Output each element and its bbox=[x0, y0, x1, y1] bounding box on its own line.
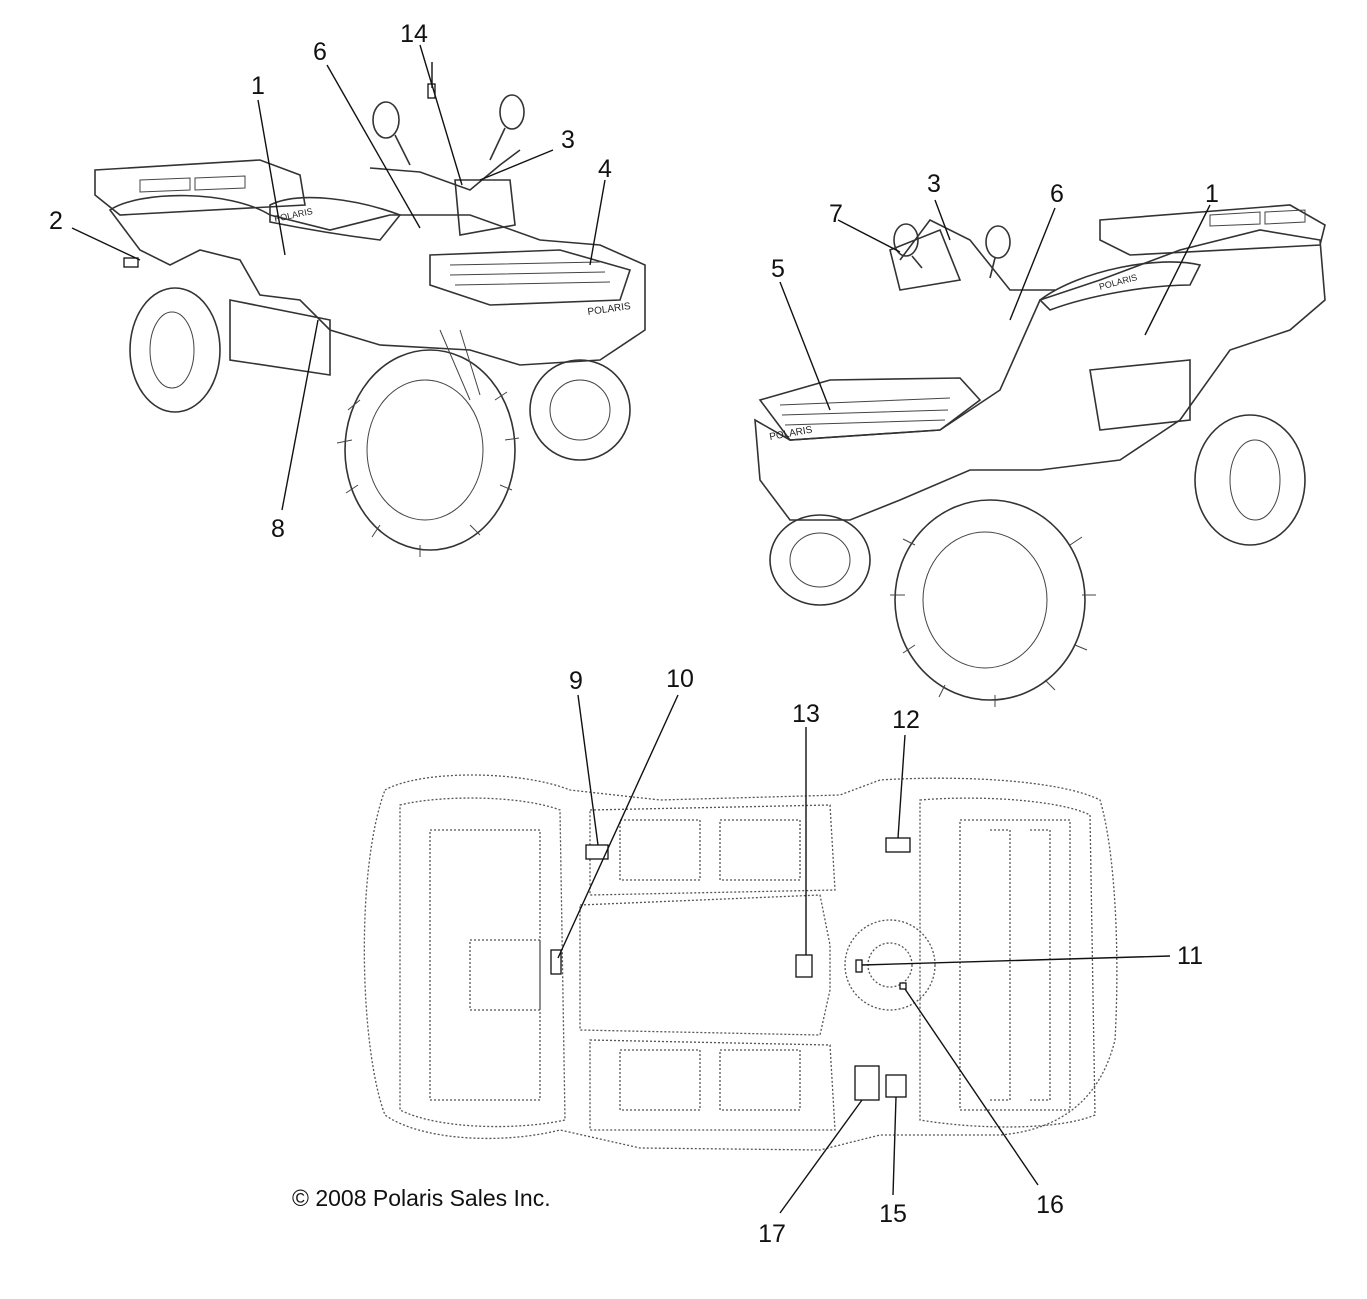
callout-13: 13 bbox=[792, 700, 820, 728]
atv-left-view: POLARIS POLARIS bbox=[94, 83, 646, 557]
decal-10-marker bbox=[550, 949, 562, 975]
atv-right-view: POLARIS POLARIS bbox=[754, 204, 1326, 707]
decal-17-marker bbox=[854, 1065, 880, 1101]
copyright-notice: © 2008 Polaris Sales Inc. bbox=[292, 1185, 551, 1211]
callout-16: 16 bbox=[1036, 1191, 1064, 1219]
callout-3-right: 3 bbox=[927, 170, 941, 198]
polaris-logo-right-side: POLARIS bbox=[1098, 272, 1138, 292]
callout-2: 2 bbox=[49, 207, 63, 235]
callout-3-left: 3 bbox=[561, 126, 575, 154]
callout-9: 9 bbox=[569, 667, 583, 695]
rear-wheel-left bbox=[129, 287, 221, 413]
front-wheel-right-near bbox=[890, 499, 1096, 707]
front-wheel-right-far bbox=[769, 514, 871, 606]
decal-13-marker bbox=[795, 954, 813, 978]
leader-lines bbox=[71, 44, 1211, 1214]
decal-12-marker bbox=[885, 837, 911, 853]
front-wheel-left-far bbox=[529, 359, 631, 461]
callout-11: 11 bbox=[1177, 942, 1203, 970]
callout-5: 5 bbox=[771, 255, 785, 283]
callout-1-left: 1 bbox=[251, 72, 265, 100]
callout-6-left: 6 bbox=[313, 38, 327, 66]
callout-8: 8 bbox=[271, 515, 285, 543]
polaris-logo-left-front: POLARIS bbox=[587, 301, 632, 318]
callout-6-right: 6 bbox=[1050, 180, 1064, 208]
callout-10: 10 bbox=[666, 665, 694, 693]
callout-17: 17 bbox=[758, 1220, 786, 1248]
callout-15: 15 bbox=[879, 1200, 907, 1228]
decal-2-marker bbox=[123, 257, 139, 268]
atv-underside-view bbox=[363, 774, 1118, 1151]
decal-15-marker bbox=[885, 1074, 907, 1098]
rear-wheel-right bbox=[1194, 414, 1306, 546]
decal-16-marker bbox=[899, 982, 907, 990]
callout-numbers: 1 2 3 4 6 8 14 1 3 5 6 7 9 10 11 12 13 1… bbox=[49, 20, 1219, 1248]
decal-11-marker bbox=[855, 959, 863, 973]
callout-1-right: 1 bbox=[1205, 180, 1219, 208]
callout-14: 14 bbox=[400, 20, 428, 48]
front-wheel-left-near bbox=[336, 349, 520, 557]
callout-4: 4 bbox=[598, 155, 612, 183]
callout-12: 12 bbox=[892, 706, 920, 734]
decal-9-marker bbox=[585, 844, 609, 860]
callout-7: 7 bbox=[829, 200, 843, 228]
